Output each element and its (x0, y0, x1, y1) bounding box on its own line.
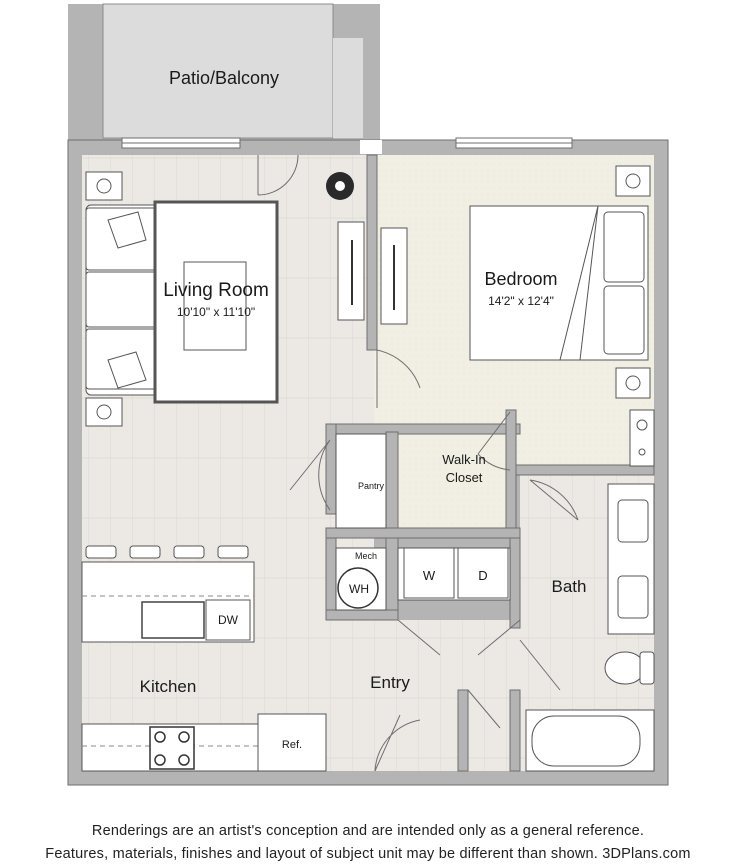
closet-label-line2: Closet (446, 470, 483, 485)
dishwasher-label: DW (218, 613, 239, 627)
mech-label: Mech (355, 551, 377, 561)
doors (257, 154, 579, 772)
dresser (629, 409, 655, 467)
bedroom-label: Bedroom (484, 269, 557, 289)
nightstands (615, 165, 651, 399)
disclaimer-line-2: Features, materials, finishes and layout… (45, 846, 691, 862)
dishwasher (205, 599, 251, 641)
patio-label: Patio/Balcony (169, 68, 279, 88)
vanity (607, 483, 655, 635)
windows (121, 137, 573, 149)
closet-floor (398, 432, 516, 528)
washer (403, 547, 455, 599)
bar-stools (85, 545, 249, 559)
living-room-size: 10'10" x 11'10" (177, 305, 255, 319)
washer-label: W (423, 568, 436, 583)
entry-floor (374, 620, 520, 771)
bedroom-size: 14'2" x 12'4" (488, 294, 554, 308)
living-room-label: Living Room (163, 280, 269, 301)
kitchen-label: Kitchen (140, 677, 197, 696)
pantry-room (335, 433, 387, 529)
floor-plan: Patio/Balcony Living Room 10'10" x 11'10… (67, 3, 669, 786)
disclaimer-line-1: Renderings are an artist's conception an… (91, 823, 645, 839)
entry-label: Entry (370, 673, 410, 692)
closet-label-line1: Walk-In (442, 452, 486, 467)
dryer-label: D (478, 568, 487, 583)
coffee-table (183, 261, 247, 351)
pantry-label: Pantry (358, 481, 385, 491)
bed (469, 205, 649, 361)
refrigerator (257, 713, 327, 772)
cooktop (149, 726, 195, 770)
plant-icon (326, 172, 354, 200)
side-tables (85, 171, 123, 427)
island-sink (141, 601, 205, 639)
dryer (457, 547, 509, 599)
bathtub (525, 709, 655, 772)
tv-consoles (337, 221, 408, 325)
disclaimer: Renderings are an artist's conception an… (0, 820, 736, 866)
sofa (85, 204, 161, 396)
toilet (604, 651, 655, 685)
patio-balcony (68, 3, 380, 152)
water-heater-label: WH (349, 582, 369, 596)
bath-label: Bath (552, 577, 587, 596)
interior-walls (325, 154, 655, 772)
refrigerator-label: Ref. (282, 739, 302, 751)
water-heater (337, 567, 379, 609)
